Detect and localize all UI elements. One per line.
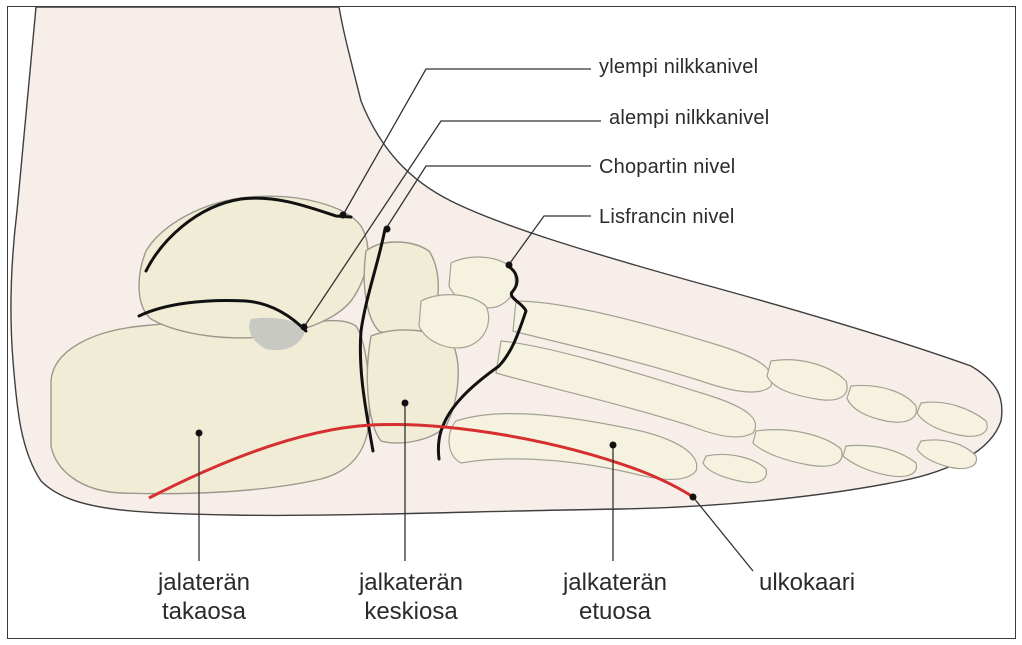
marker-lisfranc: [506, 262, 513, 269]
label-midfoot-line-1: jalkaterän: [331, 568, 491, 597]
label-lower-ankle-joint: alempi nilkkanivel: [609, 107, 769, 130]
label-lisfranc-joint: Lisfrancin nivel: [599, 206, 735, 229]
label-hindfoot: jalaterän takaosa: [129, 568, 279, 626]
marker-lateral-arch: [690, 494, 697, 501]
label-forefoot: jalkaterän etuosa: [535, 568, 695, 626]
leader-lateral-arch: [693, 497, 753, 571]
label-upper-ankle-joint: ylempi nilkkanivel: [599, 56, 758, 79]
label-forefoot-line-1: jalkaterän: [535, 568, 695, 597]
diagram-frame: ylempi nilkkanivel alempi nilkkanivel Ch…: [7, 6, 1016, 639]
label-forefoot-line-2: etuosa: [535, 597, 695, 626]
label-hindfoot-line-2: takaosa: [129, 597, 279, 626]
label-midfoot: jalkaterän keskiosa: [331, 568, 491, 626]
label-chopart-joint: Chopartin nivel: [599, 156, 735, 179]
marker-hindfoot: [196, 430, 203, 437]
label-lateral-arch: ulkokaari: [759, 568, 889, 597]
marker-forefoot: [610, 442, 617, 449]
foot-illustration: [8, 7, 1016, 639]
marker-upper-ankle: [340, 212, 347, 219]
label-hindfoot-line-1: jalaterän: [129, 568, 279, 597]
label-midfoot-line-2: keskiosa: [331, 597, 491, 626]
marker-lower-ankle: [301, 324, 308, 331]
marker-chopart: [384, 226, 391, 233]
marker-midfoot: [402, 400, 409, 407]
